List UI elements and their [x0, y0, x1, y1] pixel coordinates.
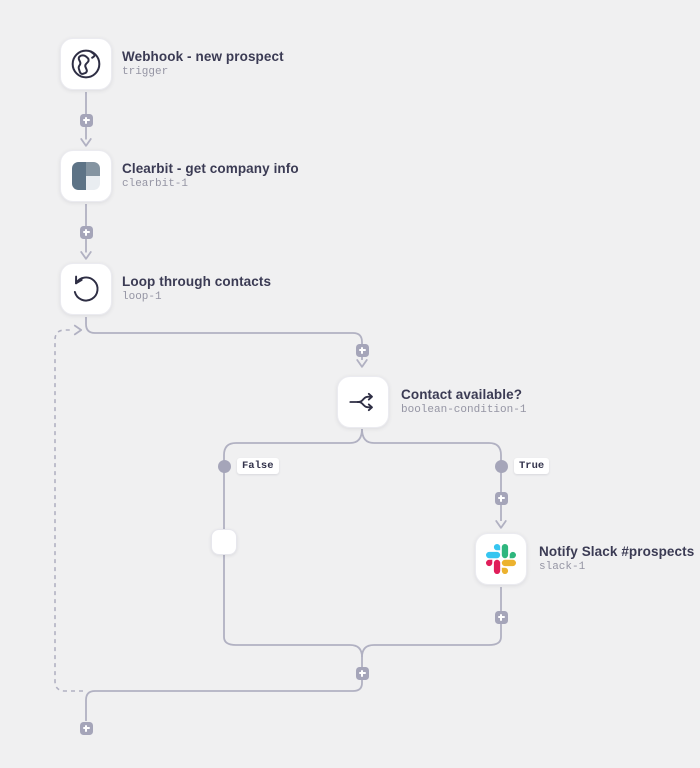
- plus-icon: [82, 228, 90, 236]
- node-webhook-label: Webhook - new prospect trigger: [122, 38, 284, 90]
- node-clearbit-label: Clearbit - get company info clearbit-1: [122, 150, 299, 202]
- arrowhead-into-slack: [495, 520, 507, 529]
- slack-logo: [486, 544, 516, 574]
- loop-icon: [73, 275, 99, 302]
- true-branch-label: True: [514, 458, 550, 474]
- plus-icon: [497, 613, 505, 621]
- plus-icon: [82, 116, 90, 124]
- clearbit-logo-left: [72, 162, 86, 190]
- node-webhook-trigger[interactable]: [60, 38, 112, 90]
- edge-loop-condition: [85, 317, 363, 360]
- edge-true-branch: [361, 428, 502, 521]
- node-condition-label: Contact available? boolean-condition-1: [401, 376, 526, 428]
- edge-merge-loop-end: [85, 652, 363, 721]
- slack-logo-yellow-arm: [501, 559, 516, 574]
- node-title: Notify Slack #prospects: [539, 544, 695, 559]
- node-title: Loop through contacts: [122, 274, 272, 289]
- clearbit-logo-topright: [86, 162, 100, 176]
- slack-logo-red-arm: [486, 559, 501, 574]
- add-step-after-webhook-button[interactable]: [79, 113, 93, 127]
- node-title: Webhook - new prospect: [122, 49, 284, 64]
- slack-logo-blue-arm: [486, 544, 501, 559]
- branch-split-icon: [349, 392, 373, 412]
- globe-icon: [71, 49, 101, 79]
- add-step-loop-end-button[interactable]: [79, 721, 93, 735]
- node-loop-label: Loop through contacts loop-1: [122, 263, 271, 315]
- false-branch-label: False: [237, 458, 279, 474]
- arrowhead-into-clearbit: [80, 138, 92, 147]
- clearbit-logo: [72, 162, 100, 190]
- plus-icon: [497, 494, 505, 502]
- edge-loop-back-dashed: [54, 329, 83, 692]
- arrowhead-into-condition: [356, 359, 368, 368]
- node-subtitle: clearbit-1: [122, 178, 189, 190]
- node-subtitle: trigger: [122, 66, 169, 78]
- plus-icon: [358, 669, 366, 677]
- node-boolean-condition[interactable]: [337, 376, 389, 428]
- add-step-after-clearbit-button[interactable]: [79, 225, 93, 239]
- node-title: Contact available?: [401, 387, 523, 402]
- node-subtitle: boolean-condition-1: [401, 404, 527, 416]
- arrowhead-loop-back: [73, 324, 83, 336]
- node-subtitle: slack-1: [539, 561, 586, 573]
- node-placeholder-false-branch[interactable]: [211, 529, 237, 555]
- false-branch-port-dot: [217, 459, 231, 473]
- node-slack-label: Notify Slack #prospects slack-1: [539, 533, 694, 585]
- slack-logo-green-arm: [501, 544, 516, 559]
- add-step-after-slack-button[interactable]: [494, 610, 508, 624]
- node-subtitle: loop-1: [122, 291, 162, 303]
- node-clearbit[interactable]: [60, 150, 112, 202]
- arrowhead-into-loop: [80, 251, 92, 260]
- add-step-true-branch-button[interactable]: [494, 491, 508, 505]
- plus-icon: [358, 346, 366, 354]
- add-step-after-merge-button[interactable]: [355, 666, 369, 680]
- node-slack[interactable]: [475, 533, 527, 585]
- plus-icon: [82, 724, 90, 732]
- add-step-before-condition-button[interactable]: [355, 343, 369, 357]
- edge-slack-merge: [361, 587, 502, 658]
- clearbit-logo-bottomright: [86, 176, 100, 190]
- true-branch-port-dot: [494, 459, 508, 473]
- node-title: Clearbit - get company info: [122, 161, 299, 176]
- node-loop[interactable]: [60, 263, 112, 315]
